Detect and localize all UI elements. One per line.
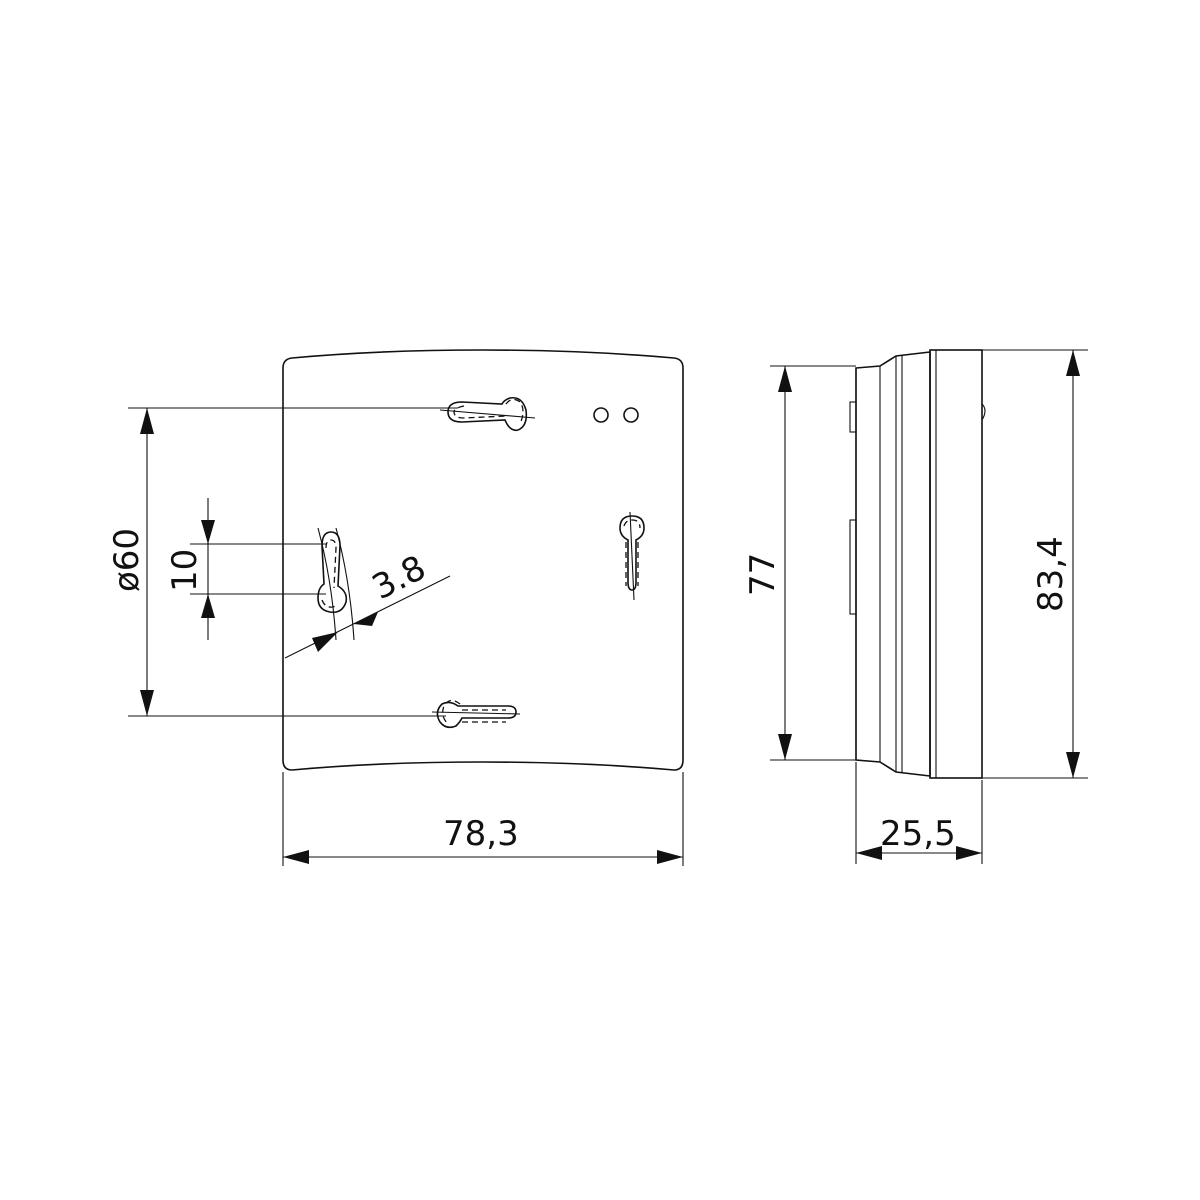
dim-diameter: ø60 bbox=[107, 407, 458, 717]
keyhole-slot-right bbox=[619, 511, 645, 601]
dim-height-side: 77 bbox=[743, 365, 856, 761]
small-hole-right bbox=[623, 407, 639, 423]
keyhole-slot-top bbox=[439, 396, 536, 432]
side-view: 77 83,4 25,5 bbox=[743, 349, 1088, 864]
dim-height-total-label: 83,4 bbox=[1031, 536, 1071, 612]
dim-diameter-label: ø60 bbox=[107, 528, 147, 592]
dim-width-front: 78,3 bbox=[282, 772, 684, 866]
dim-slot-width: 3.8 bbox=[284, 548, 451, 659]
small-hole-left bbox=[593, 407, 609, 423]
front-view: ø60 10 3.8 78,3 bbox=[107, 349, 684, 866]
side-tab-middle bbox=[849, 519, 857, 615]
side-front-cover bbox=[929, 349, 983, 779]
keyhole-slot-left bbox=[317, 527, 355, 641]
dim-depth-label: 25,5 bbox=[880, 814, 956, 854]
dim-slot-width-label: 3.8 bbox=[366, 548, 432, 608]
dim-slot-length-label: 10 bbox=[165, 549, 205, 592]
keyhole-slot-bottom bbox=[431, 699, 521, 729]
dim-depth: 25,5 bbox=[855, 762, 983, 864]
dim-height-total: 83,4 bbox=[982, 349, 1088, 779]
dim-height-side-label: 77 bbox=[743, 553, 783, 596]
side-rear-housing bbox=[855, 351, 931, 777]
side-tab-upper bbox=[849, 401, 857, 433]
dim-width-front-label: 78,3 bbox=[443, 814, 519, 854]
front-plate-outline bbox=[282, 349, 684, 771]
dim-slot-length: 10 bbox=[165, 498, 326, 640]
